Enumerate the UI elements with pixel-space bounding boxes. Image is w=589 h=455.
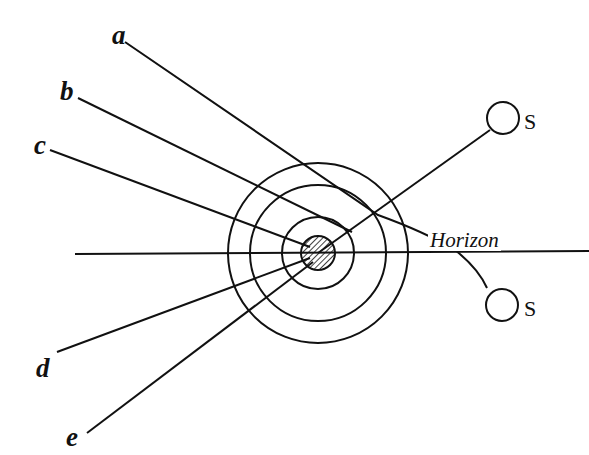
ray bbox=[87, 262, 313, 433]
ray-label: c bbox=[34, 132, 46, 159]
horizon-label: Horizon bbox=[428, 230, 501, 251]
earth bbox=[301, 236, 335, 270]
ray-label: d bbox=[36, 355, 50, 382]
sun-symbol bbox=[486, 289, 518, 321]
sun-label: S bbox=[524, 298, 536, 320]
sun-symbol bbox=[487, 102, 519, 134]
sun-label: S bbox=[524, 111, 536, 133]
ray bbox=[57, 258, 310, 352]
refracted-ray bbox=[125, 42, 487, 288]
ray-label: b bbox=[60, 78, 74, 105]
atmosphere-layer bbox=[228, 163, 408, 343]
ray bbox=[50, 150, 310, 247]
ray-label: a bbox=[112, 22, 126, 49]
ray-label: e bbox=[66, 424, 78, 451]
